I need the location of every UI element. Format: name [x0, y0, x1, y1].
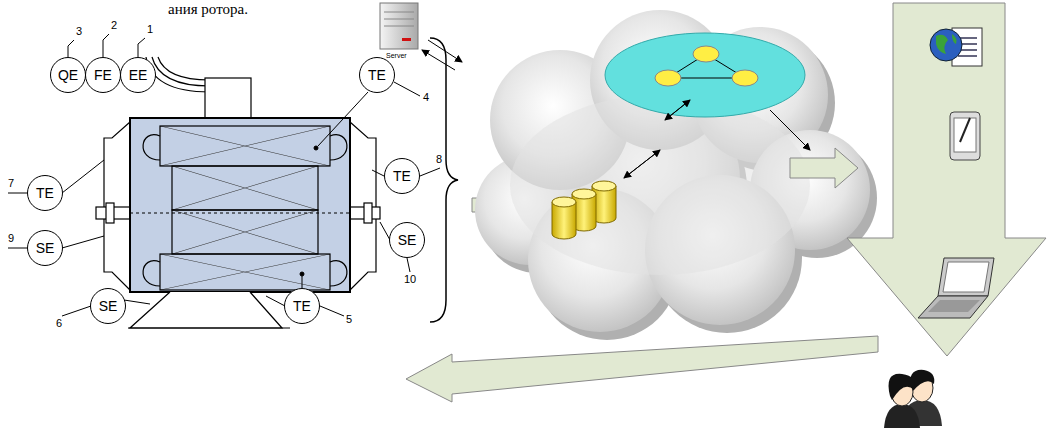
- sensor-code: SE: [36, 241, 55, 255]
- leader-lines: [8, 34, 440, 316]
- web-icon: [930, 28, 982, 66]
- sensor-circle: TE: [359, 57, 395, 93]
- sensor-code: FE: [94, 68, 112, 82]
- callout-number: 2: [111, 20, 117, 31]
- return-arrow: [406, 336, 878, 402]
- cloud-arrows: [422, 40, 810, 178]
- tablet-icon: [950, 112, 980, 160]
- sensor-circle: FE: [85, 57, 121, 93]
- cloud: [475, 10, 870, 332]
- sensor-circle: TE: [27, 175, 63, 211]
- laptop-icon: [918, 258, 994, 318]
- sensor-code: QE: [58, 68, 78, 82]
- motor-drawing: [96, 57, 380, 328]
- sensor-circle: SE: [27, 230, 63, 266]
- callout-number: 5: [346, 314, 352, 325]
- callout-number: 10: [404, 274, 416, 285]
- callout-number: 9: [8, 233, 14, 244]
- network: [605, 33, 805, 117]
- sensor-code: SE: [99, 299, 118, 313]
- callout-number: 4: [423, 92, 429, 103]
- sensor-code: TE: [293, 299, 311, 313]
- sensor-code: TE: [393, 169, 411, 183]
- sensor-code: EE: [129, 68, 148, 82]
- callout-number: 7: [8, 178, 14, 189]
- users-icon: [884, 370, 942, 428]
- sensor-code: TE: [36, 186, 54, 200]
- sensor-code: SE: [398, 233, 417, 247]
- callout-number: 6: [56, 318, 62, 329]
- sensor-circle: SE: [389, 222, 425, 258]
- icon-label: Server: [386, 52, 407, 59]
- callout-number: 1: [147, 24, 153, 35]
- flow-arrow: [790, 148, 858, 188]
- down-arrow: [847, 3, 1046, 356]
- database: [552, 181, 616, 239]
- sensor-circle: TE: [284, 288, 320, 324]
- sensor-circle: SE: [90, 288, 126, 324]
- sensor-circle: QE: [50, 57, 86, 93]
- callout-number: 3: [76, 26, 82, 37]
- cloud-shadow: [482, 18, 877, 340]
- sensor-circle: EE: [120, 57, 156, 93]
- caption-fragment: ания ротора.: [168, 2, 248, 17]
- sensor-code: TE: [368, 68, 386, 82]
- sensor-circle: TE: [384, 158, 420, 194]
- server-icon: [380, 3, 418, 49]
- callout-number: 8: [436, 154, 442, 165]
- brace: [430, 38, 458, 322]
